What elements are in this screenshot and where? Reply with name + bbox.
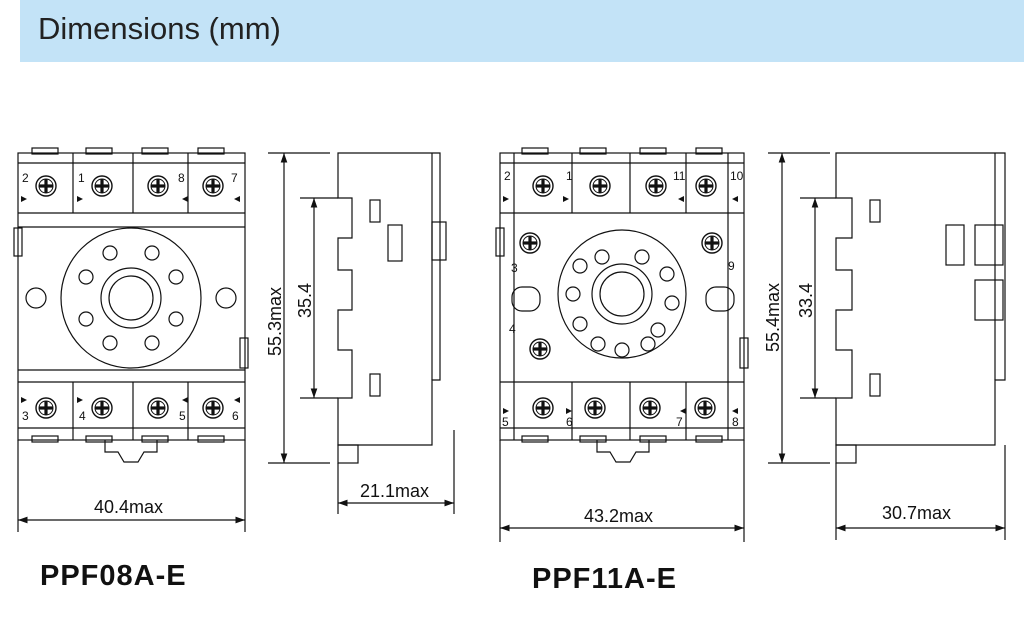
model-label-ppf11a: PPF11A-E: [532, 563, 677, 595]
width-dim-11a: 43.2max: [584, 506, 653, 526]
terminal-number: 6: [566, 415, 573, 429]
pitch-dim-08a: 35.4: [295, 283, 315, 318]
height-dim-11a: 55.4max: [763, 283, 783, 352]
terminal-number: 8: [732, 415, 739, 429]
depth-dim-08a: 21.1max: [360, 481, 429, 501]
terminal-number: 11: [673, 169, 686, 183]
terminal-numbers: 2 1 8 7 3 4 5 6 2 1 11 10 3 9 4 5 6 7 8: [22, 169, 744, 429]
terminal-number: 7: [231, 171, 238, 185]
page-title: Dimensions (mm): [38, 11, 281, 46]
dimension-lines: [17, 152, 1006, 542]
ppf11a-front-view: [495, 147, 749, 463]
terminal-number: 3: [511, 261, 518, 275]
terminal-number: 10: [730, 169, 744, 183]
terminal-number: 9: [728, 259, 735, 273]
pitch-dim-11a: 33.4: [796, 283, 816, 318]
terminal-number: 1: [78, 171, 85, 185]
ppf08a-side-view: [337, 152, 447, 464]
width-dim-08a: 40.4max: [94, 497, 163, 517]
terminal-number: 8: [178, 171, 185, 185]
terminal-number: 4: [509, 322, 516, 336]
terminal-number: 5: [502, 415, 509, 429]
terminal-number: 2: [504, 169, 511, 183]
terminal-number: 2: [22, 171, 29, 185]
header-bar: Dimensions (mm): [20, 0, 1024, 62]
ppf08a-front-view: [13, 147, 249, 463]
height-dim-08a: 55.3max: [265, 287, 285, 356]
terminal-number: 3: [22, 409, 29, 423]
model-label-ppf08a: PPF08A-E: [40, 560, 187, 592]
terminal-number: 1: [566, 169, 573, 183]
terminal-number: 4: [79, 409, 86, 423]
polarity-marks: [21, 196, 738, 414]
depth-dim-11a: 30.7max: [882, 503, 951, 523]
terminal-number: 6: [232, 409, 239, 423]
dimension-labels: 40.4max 21.1max 43.2max 30.7max 55.3max …: [94, 283, 951, 526]
terminal-number: 5: [179, 409, 186, 423]
ppf11a-side-view: [835, 152, 1006, 464]
terminal-number: 7: [676, 415, 683, 429]
